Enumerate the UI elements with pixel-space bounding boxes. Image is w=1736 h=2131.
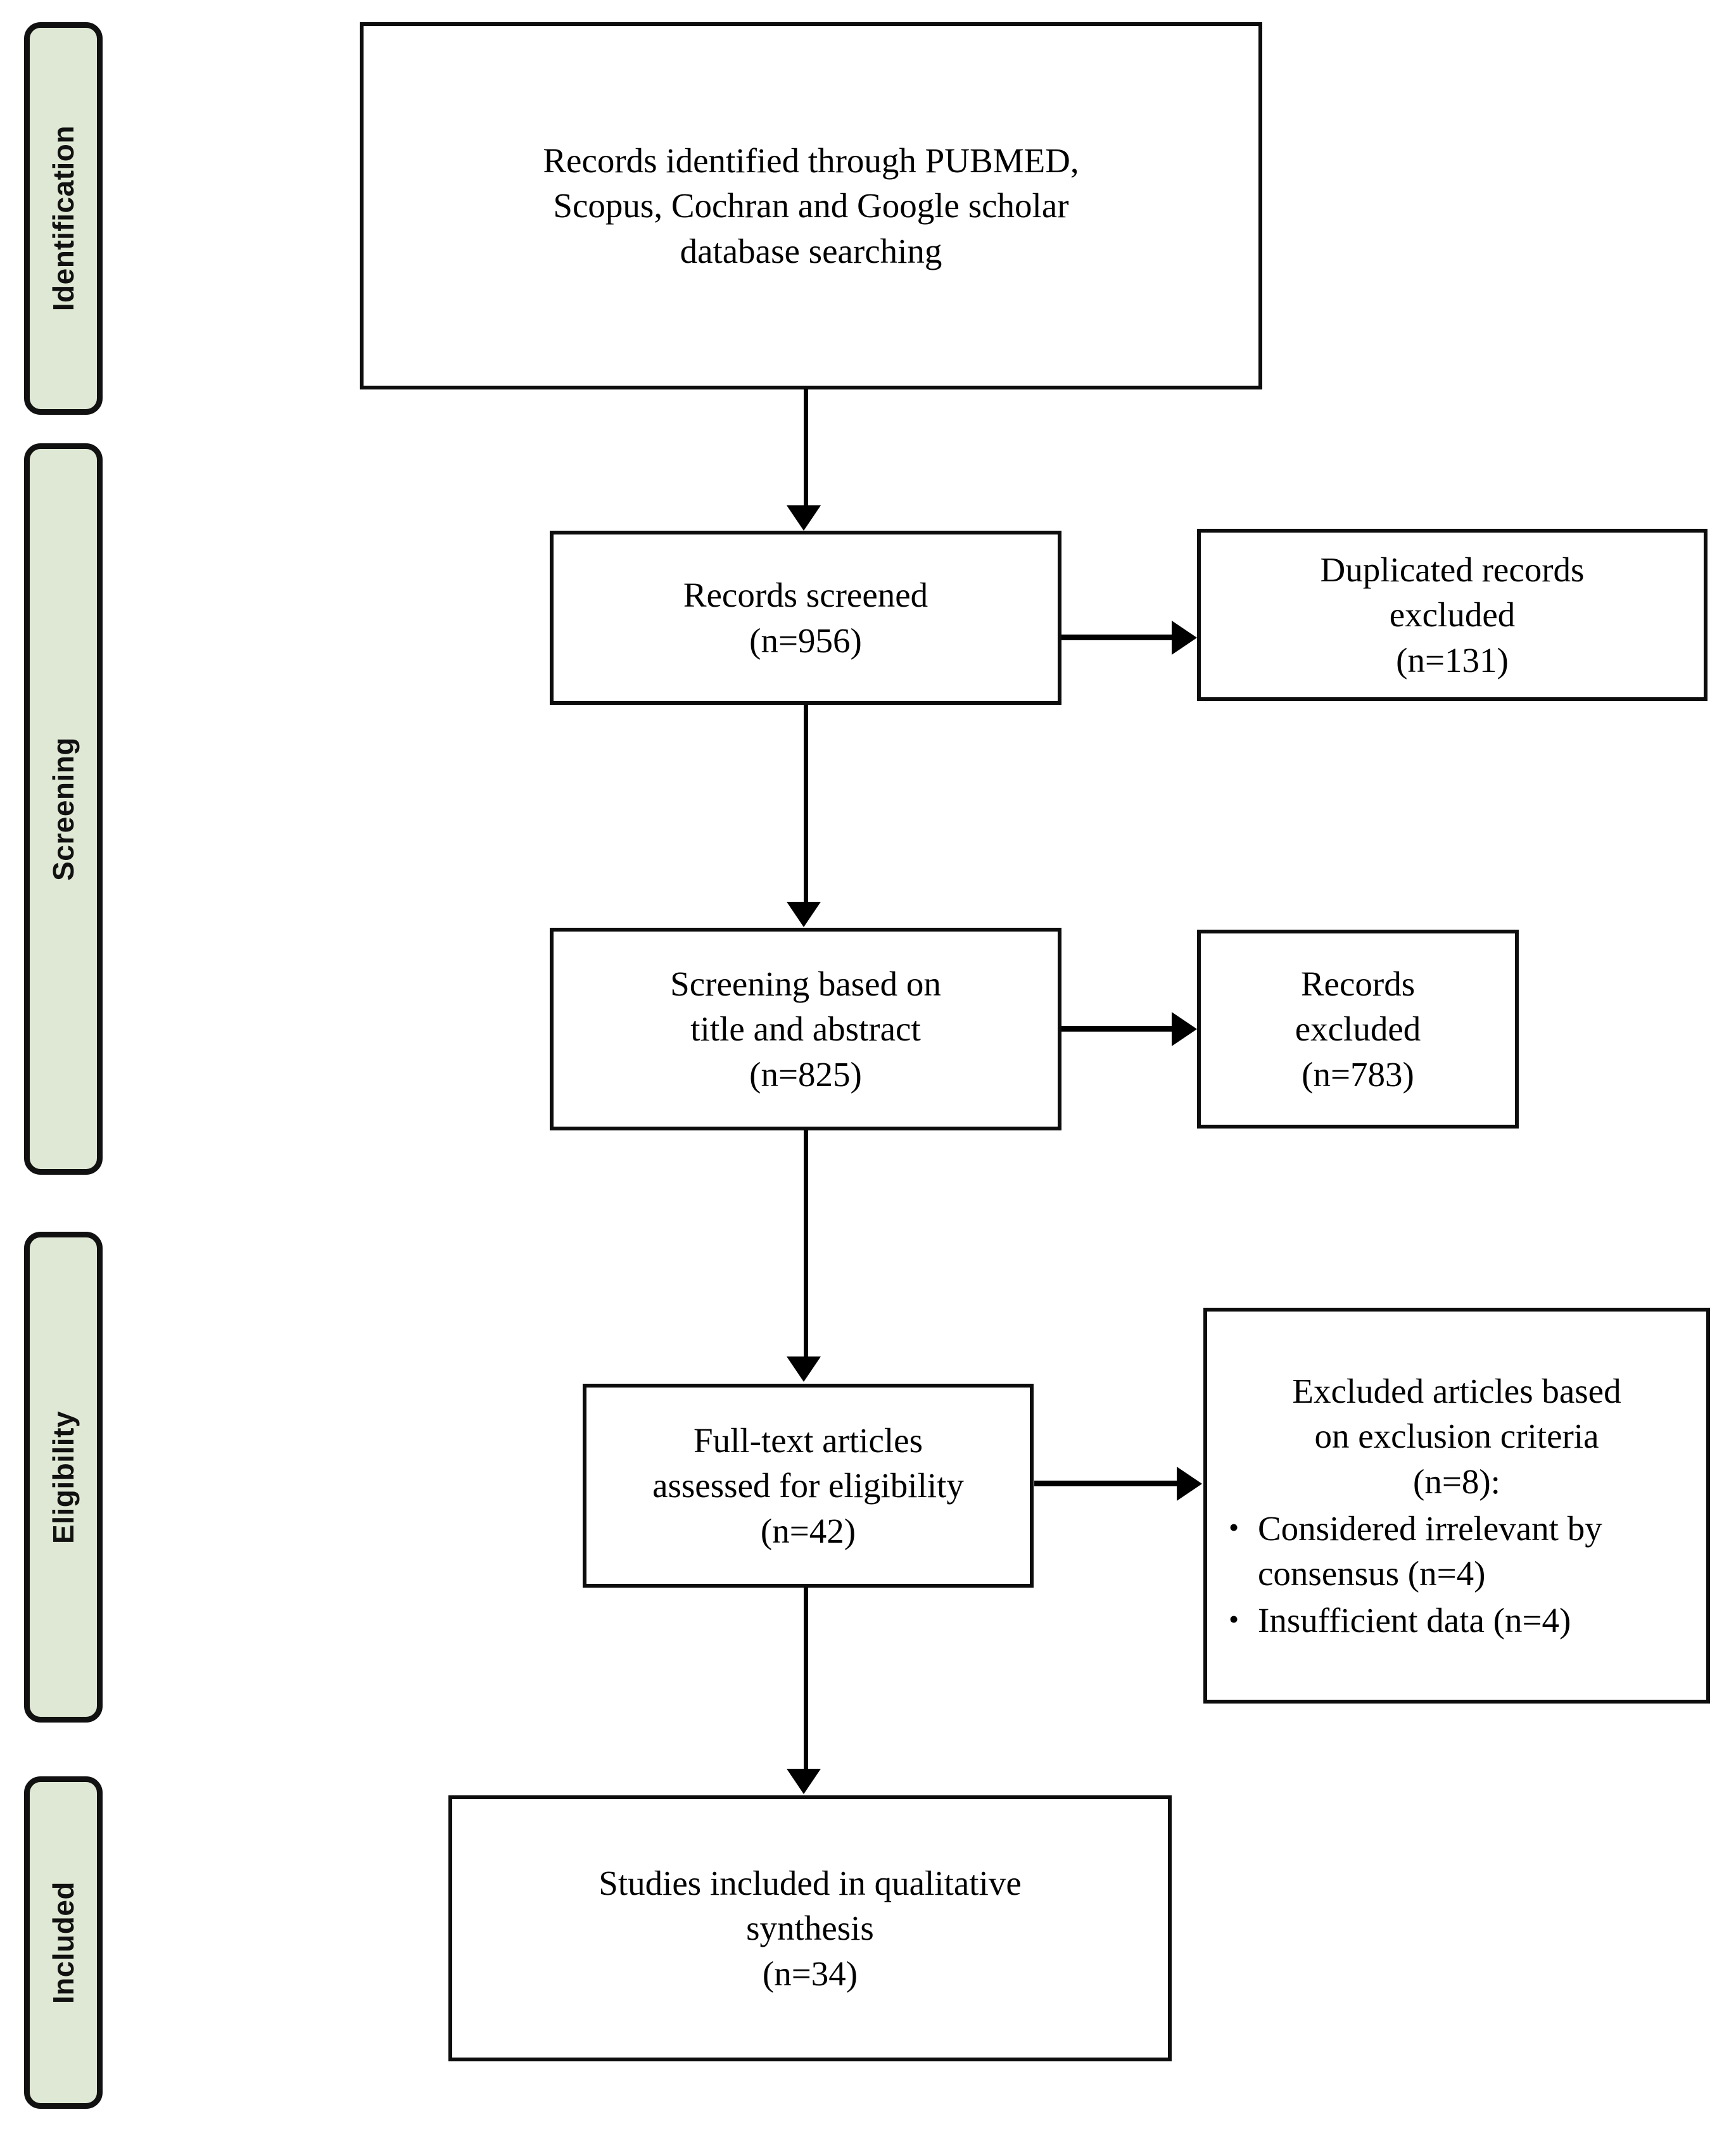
stage-label-screening-text: Screening	[47, 737, 80, 881]
list-item-label: Insufficient data (n=4)	[1258, 1600, 1571, 1640]
arrow-down-icon	[787, 902, 821, 927]
box-title-abstract-screening-text: Screening based on title and abstract (n…	[670, 964, 941, 1094]
stage-label-included-text: Included	[47, 1881, 80, 2004]
box-duplicates-excluded-text: Duplicated records excluded (n=131)	[1320, 550, 1585, 680]
box-records-identified-text: Records identified through PUBMED, Scopu…	[543, 141, 1079, 270]
bullet-icon: •	[1229, 1511, 1239, 1544]
exclusion-criteria-list: • Considered irrelevant by consensus (n=…	[1219, 1507, 1695, 1643]
box-duplicates-excluded: Duplicated records excluded (n=131)	[1197, 529, 1707, 701]
stage-label-eligibility-text: Eligibility	[47, 1410, 80, 1544]
box-fulltext-assessed-text: Full-text articles assessed for eligibil…	[652, 1420, 964, 1550]
stage-label-screening: Screening	[24, 443, 103, 1175]
list-item: • Considered irrelevant by consensus (n=…	[1219, 1507, 1695, 1596]
box-records-identified: Records identified through PUBMED, Scopu…	[360, 22, 1262, 389]
box-title-abstract-screening: Screening based on title and abstract (n…	[550, 928, 1061, 1130]
box-records-screened: Records screened (n=956)	[550, 531, 1061, 705]
box-fulltext-assessed: Full-text articles assessed for eligibil…	[583, 1384, 1034, 1588]
arrow-down-icon	[787, 1356, 821, 1382]
stage-label-included: Included	[24, 1776, 103, 2109]
arrow-right-icon	[1172, 621, 1197, 655]
stage-label-identification: Identification	[24, 22, 103, 415]
bullet-icon: •	[1229, 1602, 1239, 1635]
stage-label-eligibility: Eligibility	[24, 1232, 103, 1723]
box-articles-excluded: Excluded articles based on exclusion cri…	[1203, 1308, 1710, 1704]
box-articles-excluded-lead: Excluded articles based on exclusion cri…	[1292, 1371, 1621, 1501]
box-records-excluded: Records excluded (n=783)	[1197, 930, 1519, 1129]
box-records-screened-text: Records screened (n=956)	[683, 576, 928, 660]
arrow-down-icon	[787, 505, 821, 531]
stage-label-identification-text: Identification	[47, 125, 80, 312]
box-studies-included: Studies included in qualitative synthesi…	[448, 1795, 1172, 2061]
list-item: • Insufficient data (n=4)	[1219, 1598, 1695, 1643]
list-item-label: Considered irrelevant by consensus (n=4)	[1258, 1509, 1602, 1593]
arrow-right-icon	[1172, 1012, 1197, 1046]
arrow-down-icon	[787, 1769, 821, 1794]
box-studies-included-text: Studies included in qualitative synthesi…	[599, 1863, 1022, 1993]
arrow-right-icon	[1177, 1467, 1202, 1501]
box-records-excluded-text: Records excluded (n=783)	[1295, 964, 1421, 1094]
